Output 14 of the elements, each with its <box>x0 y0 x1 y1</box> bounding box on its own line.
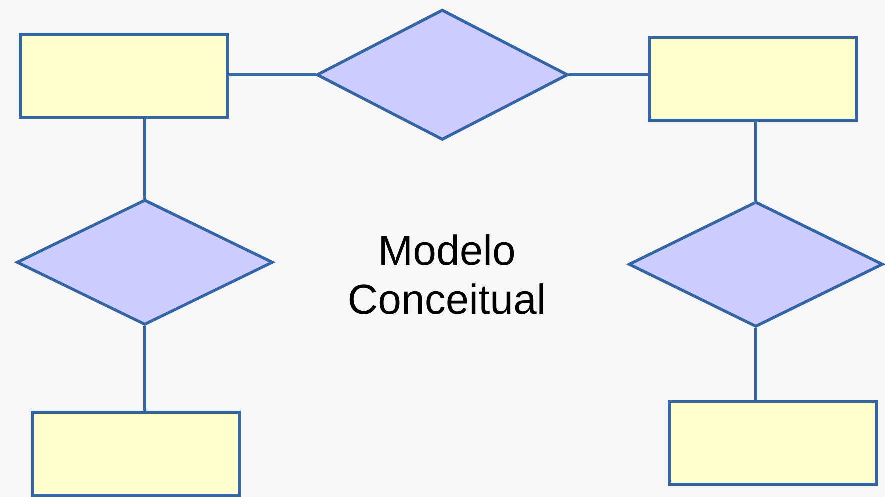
relationship-diamond <box>628 201 884 328</box>
connector-line <box>754 328 758 400</box>
entity-box <box>648 36 858 122</box>
entity-box <box>31 411 241 497</box>
center-label: Modelo Conceitual <box>346 226 548 324</box>
relationship-diamond <box>316 9 569 141</box>
entity-box <box>668 400 878 486</box>
connector-line <box>569 74 648 76</box>
connector-line <box>144 326 146 411</box>
connector-line <box>229 74 316 76</box>
connector-line <box>754 122 758 201</box>
entity-box <box>19 33 229 119</box>
relationship-diamond <box>16 199 274 326</box>
connector-line <box>144 119 146 199</box>
